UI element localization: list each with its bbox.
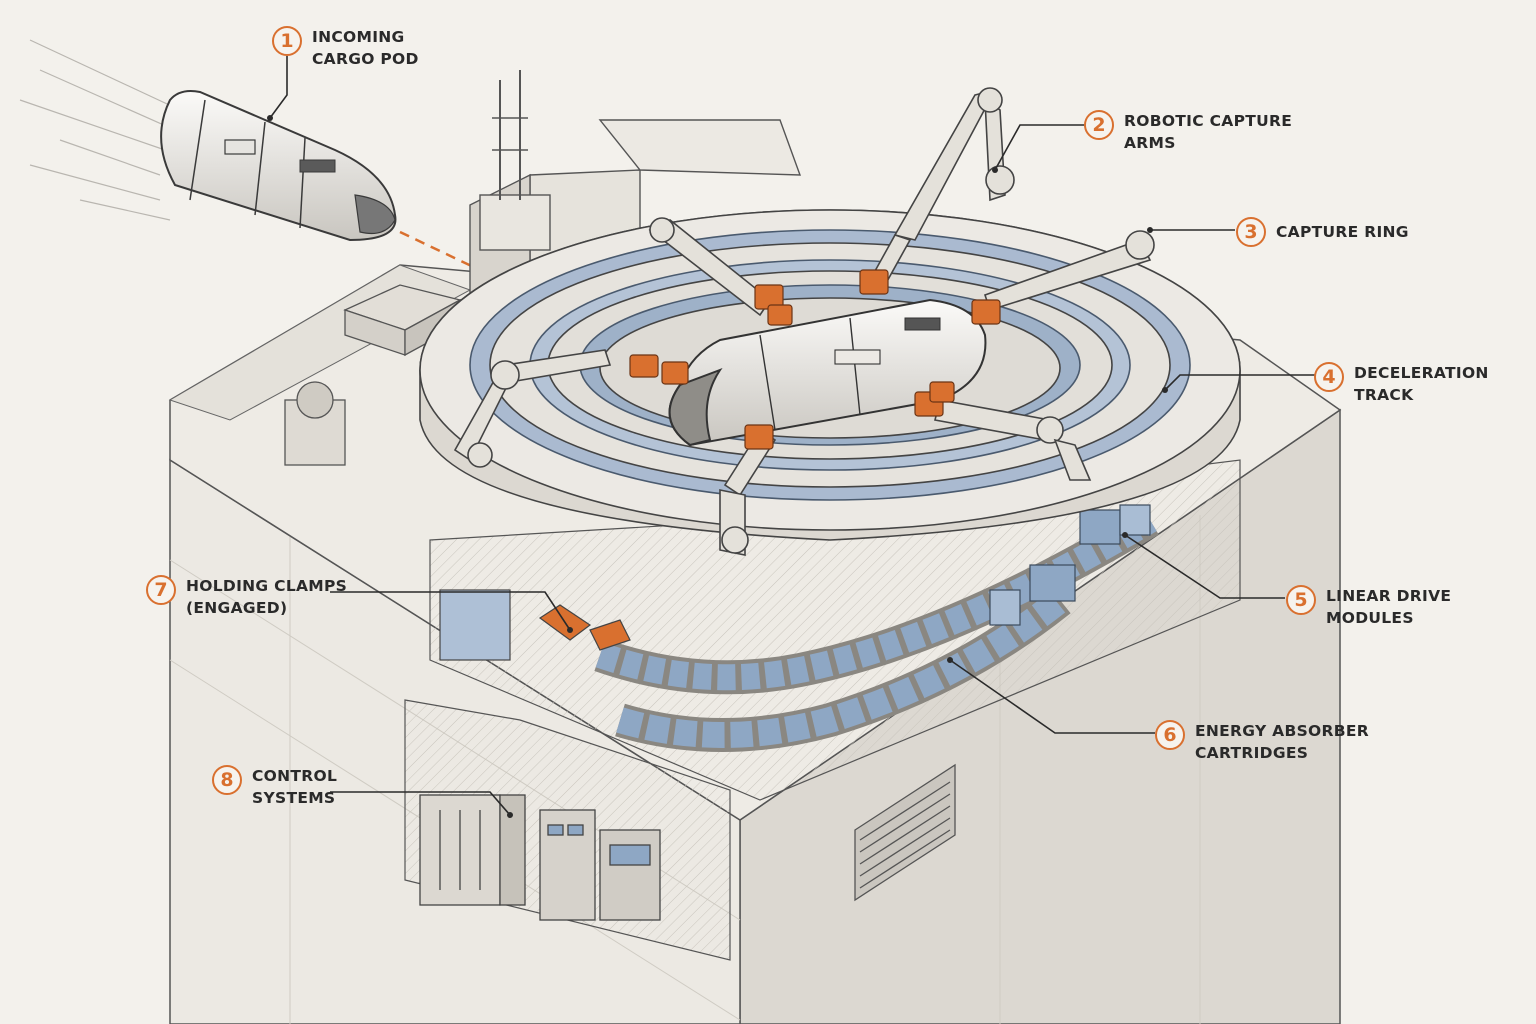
callout-label: DECELERATION TRACK bbox=[1354, 362, 1489, 406]
callout-robotic-capture-arms: 2 ROBOTIC CAPTURE ARMS bbox=[1084, 110, 1292, 154]
callout-label: HOLDING CLAMPS (ENGAGED) bbox=[186, 575, 347, 619]
callout-number-badge: 4 bbox=[1314, 362, 1344, 392]
callout-number-badge: 3 bbox=[1236, 217, 1266, 247]
callout-label-line: INCOMING bbox=[312, 28, 405, 46]
callout-label: LINEAR DRIVE MODULES bbox=[1326, 585, 1451, 629]
callout-energy-absorber-cartridges: 6 ENERGY ABSORBER CARTRIDGES bbox=[1155, 720, 1369, 764]
wall-vent bbox=[854, 763, 956, 902]
rooftop-hvac bbox=[284, 284, 462, 466]
callout-label-line: LINEAR DRIVE bbox=[1326, 587, 1452, 605]
speed-lines bbox=[19, 39, 181, 221]
callout-label-line: TRACK bbox=[1354, 386, 1414, 404]
leader-lines bbox=[269, 56, 1315, 816]
callout-number-badge: 5 bbox=[1286, 585, 1316, 615]
trajectory-arrow bbox=[399, 230, 506, 284]
callout-label-line: ENERGY ABSORBER bbox=[1195, 722, 1370, 740]
docked-pod bbox=[668, 298, 987, 447]
callout-label-line: SYSTEMS bbox=[252, 789, 336, 807]
linear-drive-modules bbox=[989, 504, 1151, 626]
callout-capture-ring: 3 CAPTURE RING bbox=[1236, 217, 1409, 247]
callout-label: INCOMING CARGO POD bbox=[312, 26, 419, 70]
callout-number-badge: 8 bbox=[212, 765, 242, 795]
callout-holding-clamps: 7 HOLDING CLAMPS (ENGAGED) bbox=[146, 575, 347, 619]
callout-number-badge: 2 bbox=[1084, 110, 1114, 140]
callout-number-badge: 7 bbox=[146, 575, 176, 605]
callout-control-systems: 8 CONTROL SYSTEMS bbox=[212, 765, 337, 809]
callout-number-badge: 1 bbox=[272, 26, 302, 56]
incoming-pod bbox=[160, 90, 397, 242]
callout-label-line: DECELERATION bbox=[1354, 364, 1489, 382]
callout-label: ROBOTIC CAPTURE ARMS bbox=[1124, 110, 1292, 154]
control-cabinets bbox=[419, 794, 661, 921]
callout-number-badge: 6 bbox=[1155, 720, 1185, 750]
callout-label-line: MODULES bbox=[1326, 609, 1414, 627]
callout-label-line: ROBOTIC CAPTURE bbox=[1124, 112, 1293, 130]
callout-label: CONTROL SYSTEMS bbox=[252, 765, 337, 809]
callout-label-line: CONTROL bbox=[252, 767, 338, 785]
callout-label: CAPTURE RING bbox=[1276, 217, 1409, 243]
callout-label-line: CARTRIDGES bbox=[1195, 744, 1309, 762]
callout-label-line: HOLDING CLAMPS bbox=[186, 577, 348, 595]
callout-deceleration-track: 4 DECELERATION TRACK bbox=[1314, 362, 1489, 406]
callout-label-line: CARGO POD bbox=[312, 50, 419, 68]
orange-clamps bbox=[629, 269, 1001, 450]
callout-incoming-cargo-pod: 1 INCOMING CARGO POD bbox=[272, 26, 419, 70]
callout-label-line: ARMS bbox=[1124, 134, 1176, 152]
callout-label-line: (ENGAGED) bbox=[186, 599, 288, 617]
callout-linear-drive-modules: 5 LINEAR DRIVE MODULES bbox=[1286, 585, 1451, 629]
callout-label-line: CAPTURE RING bbox=[1276, 223, 1409, 241]
callout-label: ENERGY ABSORBER CARTRIDGES bbox=[1195, 720, 1369, 764]
